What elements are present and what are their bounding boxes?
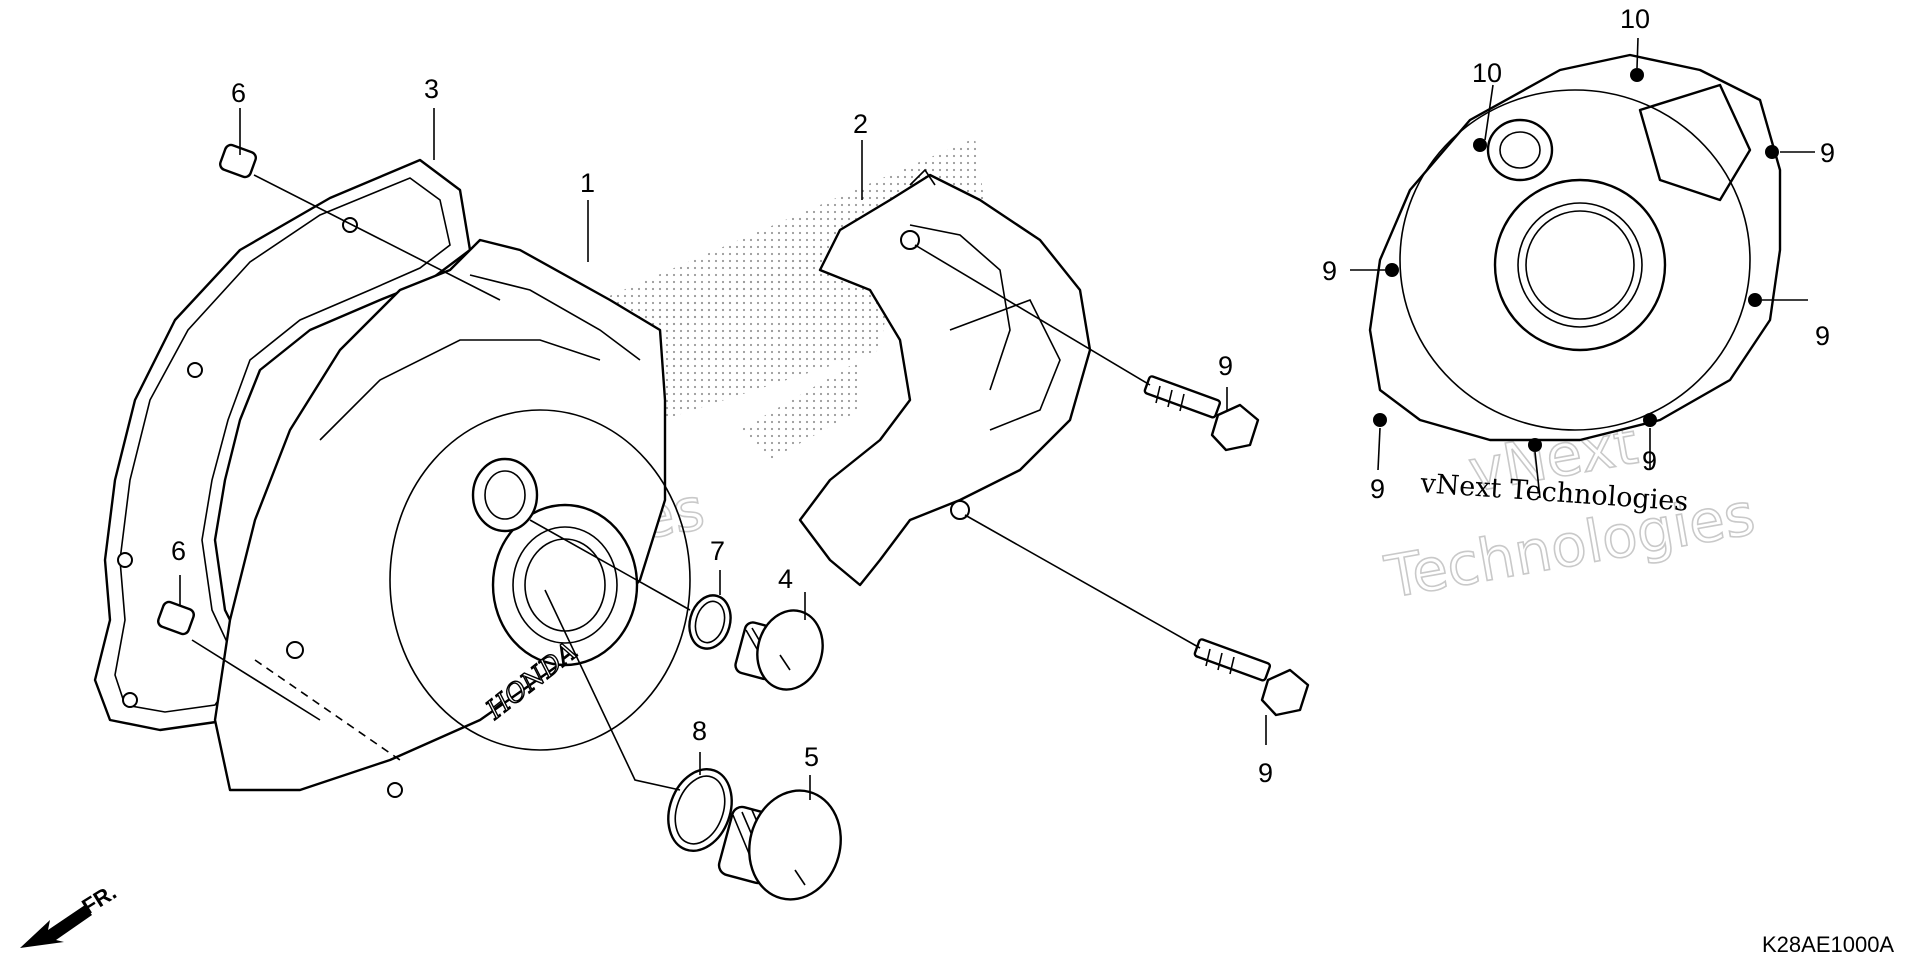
alternator-cover [1368,53,1782,452]
callout-3: 3 [424,74,439,104]
callout-9-bottom-left: 9 [1370,474,1385,504]
callout-9-right-upper: 9 [1820,138,1835,168]
o-ring-small [688,594,732,650]
callout-9-bolt-lower: 9 [1258,758,1273,788]
callout-10-top: 10 [1620,4,1650,34]
callout-5: 5 [804,742,819,772]
o-ring-large [667,768,733,852]
callout-9-right-lower: 9 [1815,321,1830,351]
left-crankcase-cover: HONDA [213,238,691,798]
callout-10-left: 10 [1472,58,1502,88]
callout-6-lower: 6 [171,536,186,566]
callout-6-upper: 6 [231,78,246,108]
callout-7: 7 [710,536,725,566]
callout-1: 1 [580,168,595,198]
callout-9-bottom-right: 9 [1642,446,1657,476]
crankshaft-hole-cap [717,789,842,901]
leader-lines [179,37,1815,800]
timing-hole-cap [734,609,824,691]
front-direction-arrow: FR. [20,879,121,948]
dowel-pin-lower [157,600,195,636]
callout-8: 8 [692,716,707,746]
diagram-code: K28AE1000A [1762,932,1894,957]
callout-9-left: 9 [1322,256,1337,286]
flange-bolt-lower [1193,638,1310,717]
flange-bolt-upper [1143,375,1260,452]
dowel-pin-upper [219,143,257,179]
callout-2: 2 [853,109,868,139]
callout-9-bolt-upper: 9 [1218,351,1233,381]
cover-shroud [798,168,1092,587]
callout-4: 4 [778,564,793,594]
